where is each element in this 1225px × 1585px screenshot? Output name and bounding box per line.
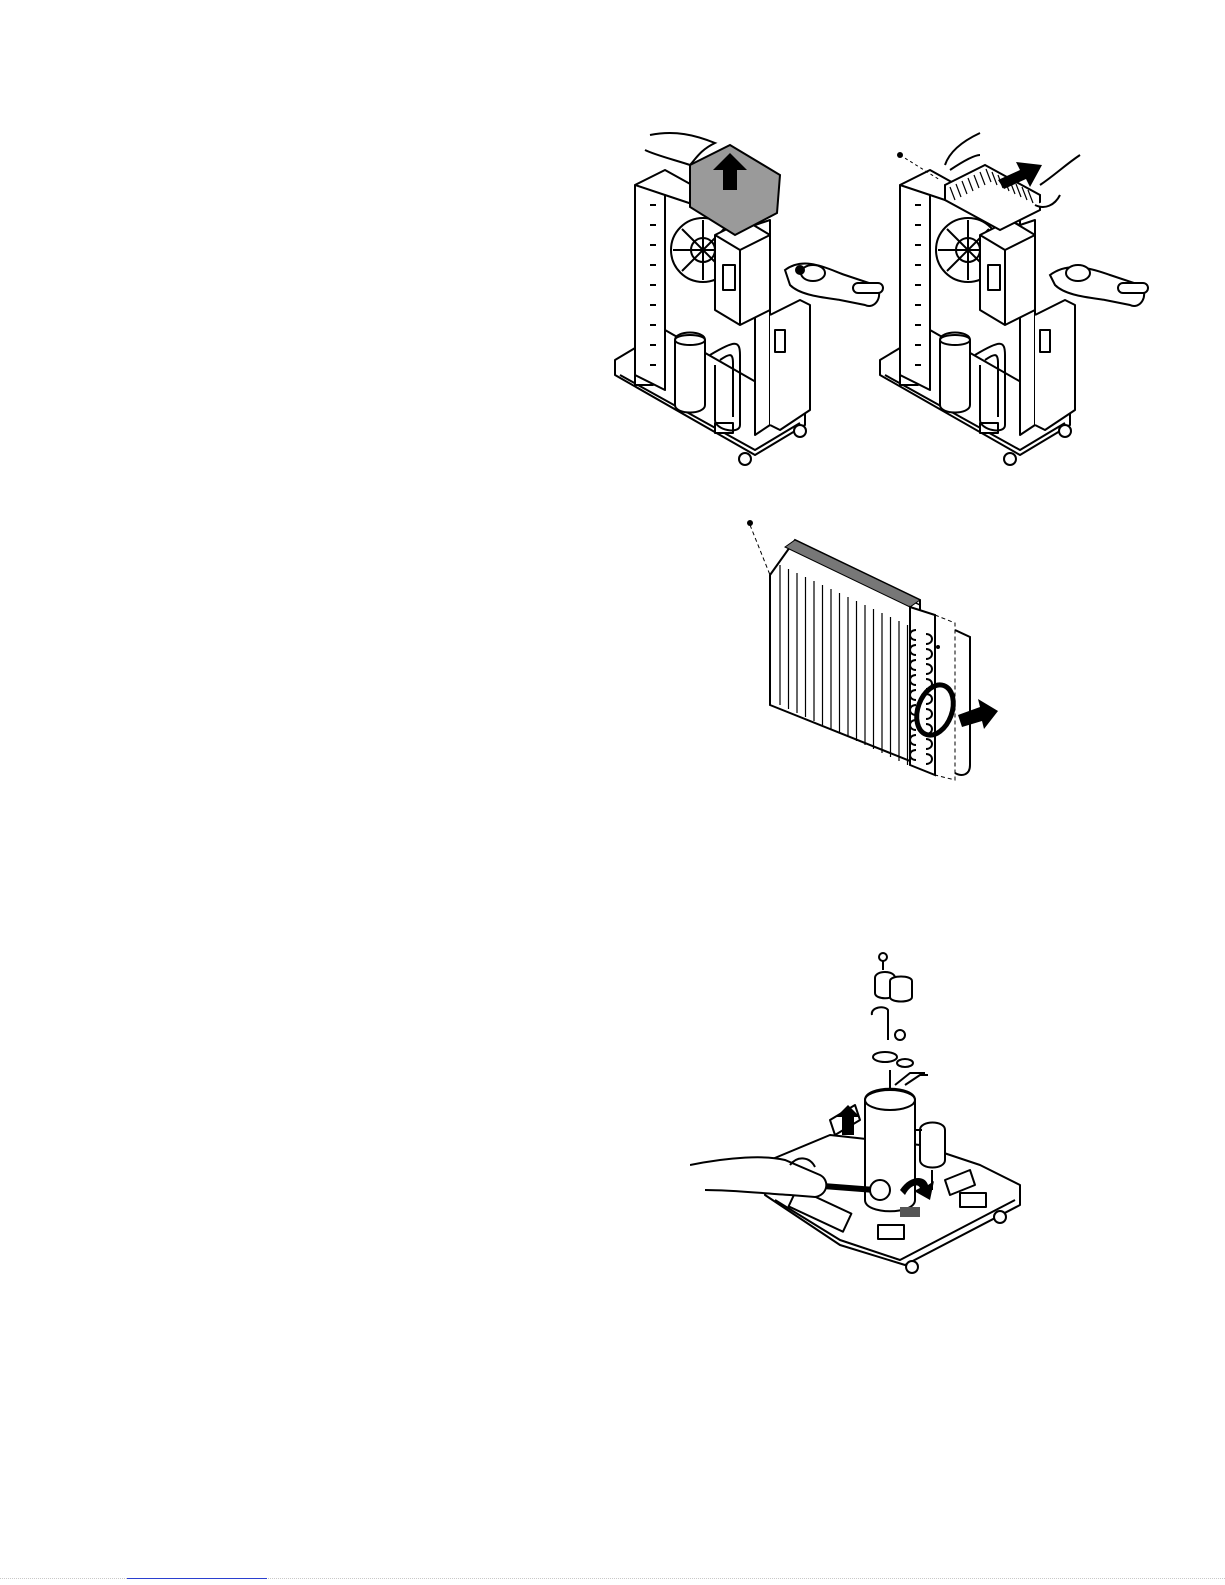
figure-cover-removal bbox=[605, 125, 900, 470]
disassembly-illustration-icon bbox=[870, 125, 1170, 470]
coil-illustration-icon bbox=[740, 515, 1040, 795]
figure-side-panel-removal bbox=[870, 125, 1170, 470]
footer-rule bbox=[127, 1578, 267, 1579]
figure-condenser-coil bbox=[740, 515, 1040, 795]
compressor-illustration-icon bbox=[690, 945, 1030, 1285]
figure-compressor-removal bbox=[690, 945, 1030, 1285]
disassembly-illustration-icon bbox=[605, 125, 900, 470]
